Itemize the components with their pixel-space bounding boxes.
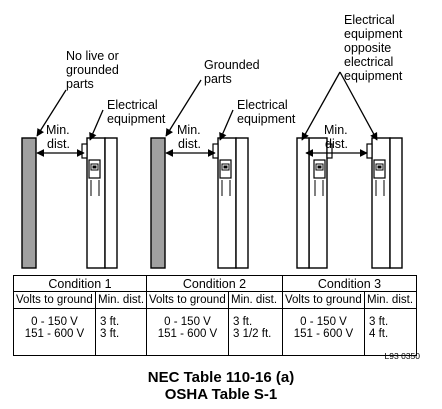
condition-3-title: Condition 3 [282, 275, 417, 292]
elec-eq-label-1-line1: Electrical [107, 98, 158, 112]
opposite-label-line3: opposite [344, 41, 391, 55]
dist-header-1: Min. dist. [95, 291, 147, 309]
grounded-wall-1 [21, 137, 37, 269]
min-label-3: Min. [324, 123, 348, 137]
dist-header-3: Min. dist. [364, 291, 417, 309]
condition-3-illustration: Min. dist. Electrical equipment opposite… [296, 13, 403, 269]
volts-cell-2: 0 - 150 V 151 - 600 V [146, 308, 229, 356]
elec-eq-label-2-line2: equipment [237, 112, 296, 126]
volts-cell-3: 0 - 150 V 151 - 600 V [282, 308, 365, 356]
equipment-cabinet-3b [366, 137, 403, 269]
opposite-label-line1: Electrical [344, 13, 395, 27]
min-distance-value: 3 1/2 ft. [233, 328, 272, 340]
dist-label-1: dist. [47, 137, 70, 151]
elec-eq-pointer-1 [89, 109, 104, 141]
min-label-2: Min. [177, 123, 201, 137]
dist-cell-3: 3 ft. 4 ft. [364, 308, 417, 356]
dist-label-3: dist. [325, 137, 348, 151]
volts-range: 0 - 150 V [300, 316, 347, 328]
dist-cell-2: 3 ft. 3 1/2 ft. [228, 308, 283, 356]
no-live-label-line2: grounded [66, 63, 119, 77]
dist-cell-1: 3 ft. 3 ft. [95, 308, 147, 356]
min-distance-value: 3 ft. [100, 328, 120, 340]
grounded-pointer [165, 79, 202, 137]
no-live-label-line3: parts [66, 77, 94, 91]
condition-2-illustration: Min. dist. Grounded parts Electrical equ… [150, 58, 296, 269]
grounded-wall-2 [150, 137, 166, 269]
opposite-label-line5: equipment [344, 69, 403, 83]
no-live-pointer [36, 89, 67, 137]
volts-cell-1: 0 - 150 V 151 - 600 V [13, 308, 96, 356]
values-row: 0 - 150 V 151 - 600 V 3 ft. 3 ft. 0 - 15… [13, 308, 417, 356]
no-live-label-line1: No live or [66, 49, 119, 63]
volts-range: 0 - 150 V [164, 316, 211, 328]
grounded-label-line1: Grounded [204, 58, 260, 72]
min-distance-value: 3 ft. [100, 316, 120, 328]
dist-label-2: dist. [178, 137, 201, 151]
opposite-pointer-right [339, 71, 378, 141]
opposite-label-line2: equipment [344, 27, 403, 41]
volts-range: 0 - 150 V [31, 316, 78, 328]
equipment-cabinet-2 [212, 137, 249, 269]
volts-range: 151 - 600 V [24, 328, 85, 340]
min-distance-value: 4 ft. [369, 328, 389, 340]
volts-range: 151 - 600 V [157, 328, 218, 340]
column-header-row: Volts to ground Min. dist. Volts to grou… [13, 291, 417, 309]
condition-header-row: Condition 1 Condition 2 Condition 3 [13, 275, 417, 292]
elec-eq-label-1-line2: equipment [107, 112, 166, 126]
volts-range: 151 - 600 V [293, 328, 354, 340]
opposite-label-line4: electrical [344, 55, 393, 69]
grounded-label-line2: parts [204, 72, 232, 86]
clearance-diagram: Min. dist. No live or grounded parts Ele… [21, 13, 403, 269]
volts-header-2: Volts to ground [146, 291, 229, 309]
opposite-pointer-left [301, 71, 341, 141]
volts-header-1: Volts to ground [13, 291, 96, 309]
condition-2-title: Condition 2 [146, 275, 283, 292]
clearance-table: Condition 1 Condition 2 Condition 3 Volt… [13, 275, 417, 356]
caption-line2: OSHA Table S-1 [164, 386, 278, 403]
equipment-cabinet-1 [81, 137, 118, 269]
dist-header-2: Min. dist. [228, 291, 283, 309]
condition-1-illustration: Min. dist. No live or grounded parts Ele… [21, 49, 166, 269]
figure-code: L93 0350 [384, 351, 420, 361]
min-distance-value: 3 ft. [369, 316, 389, 328]
min-distance-value: 3 ft. [233, 316, 253, 328]
equipment-cabinet-3a [296, 137, 333, 269]
volts-header-3: Volts to ground [282, 291, 365, 309]
caption-line1: NEC Table 110-16 (a) [147, 369, 295, 386]
condition-1-title: Condition 1 [13, 275, 147, 292]
min-label-1: Min. [46, 123, 70, 137]
elec-eq-label-2-line1: Electrical [237, 98, 288, 112]
elec-eq-pointer-2 [219, 109, 234, 141]
